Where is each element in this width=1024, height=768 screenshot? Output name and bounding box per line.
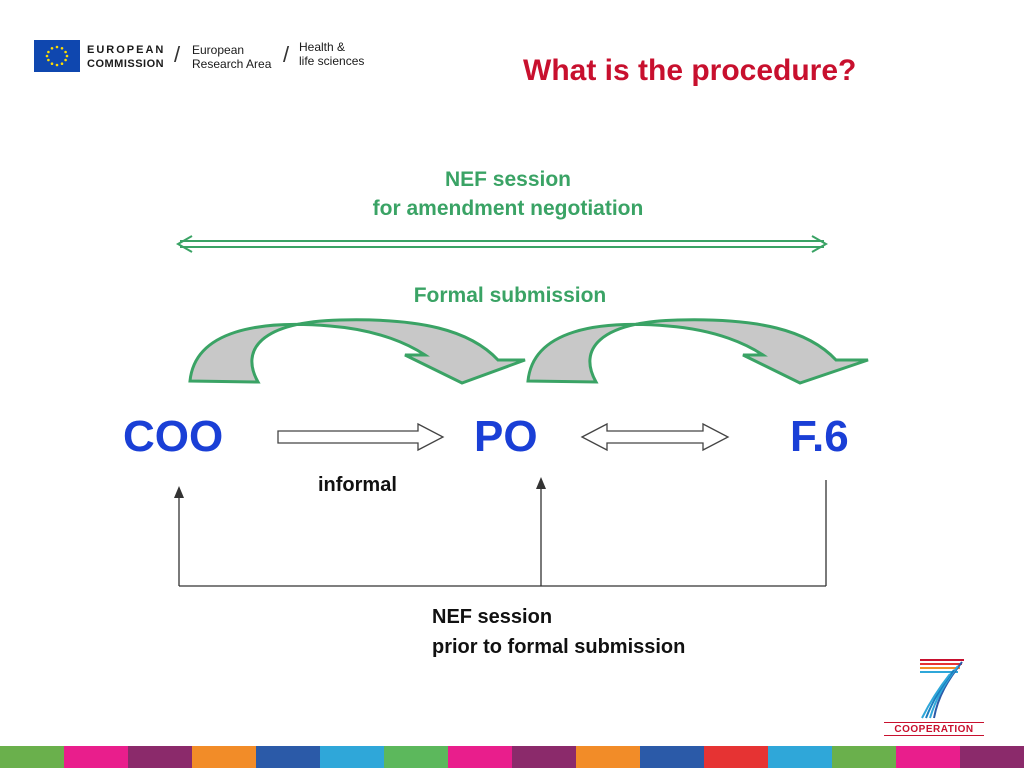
- node-coo: COO: [123, 412, 224, 461]
- node-f6: F.6: [790, 412, 849, 461]
- footer-color-segment: [256, 746, 320, 768]
- eu-stars-icon: [45, 45, 69, 67]
- org-name-line1: EUROPEAN: [87, 44, 166, 56]
- footer-color-segment: [704, 746, 768, 768]
- footer-color-segment: [512, 746, 576, 768]
- node-po: PO: [474, 412, 538, 461]
- footer-color-segment: [576, 746, 640, 768]
- arrowhead-up-po: [536, 477, 546, 489]
- fp7-seven-logo-icon: [920, 659, 964, 719]
- formal-submission-curved-arrow-1: [188, 318, 526, 385]
- footer-color-segment: [640, 746, 704, 768]
- dept-name-line1: European: [192, 43, 245, 57]
- prior-submission-connectors: [178, 480, 827, 587]
- page-title: What is the procedure?: [523, 54, 857, 87]
- footer-color-segment: [64, 746, 128, 768]
- footer-color-segment: [320, 746, 384, 768]
- eu-flag-logo: [34, 40, 80, 72]
- negotiation-double-arrow: [175, 235, 829, 253]
- formal-submission-label: Formal submission: [413, 284, 607, 307]
- footer-color-segment: [0, 746, 64, 768]
- top-label-line1: NEF session: [444, 168, 572, 191]
- bottom-label-line2: prior to formal submission: [432, 636, 686, 658]
- footer-color-segment: [192, 746, 256, 768]
- separator-slash: /: [283, 42, 290, 67]
- top-label-line2: for amendment negotiation: [372, 197, 644, 220]
- footer-color-segment: [896, 746, 960, 768]
- informal-label: informal: [318, 474, 397, 496]
- formal-submission-curved-arrow-2: [526, 318, 869, 385]
- sector-name-line2: life sciences: [299, 54, 365, 68]
- org-name-line2: COMMISSION: [87, 58, 165, 70]
- footer-color-segment: [384, 746, 448, 768]
- cooperation-logo-text: COOPERATION: [884, 722, 984, 736]
- bottom-label-line1: NEF session: [432, 606, 553, 628]
- footer-color-segment: [448, 746, 512, 768]
- po-f6-double-hollow-arrow: [580, 422, 730, 452]
- informal-hollow-arrow: [277, 422, 445, 452]
- footer-color-segment: [128, 746, 192, 768]
- separator-slash: /: [174, 42, 181, 67]
- arrowhead-up-coo: [174, 486, 184, 498]
- footer-color-segment: [832, 746, 896, 768]
- footer-color-bar: [0, 746, 1024, 768]
- dept-name-line2: Research Area: [192, 57, 272, 71]
- footer-color-segment: [960, 746, 1024, 768]
- sector-name-line1: Health &: [299, 40, 346, 54]
- footer-color-segment: [768, 746, 832, 768]
